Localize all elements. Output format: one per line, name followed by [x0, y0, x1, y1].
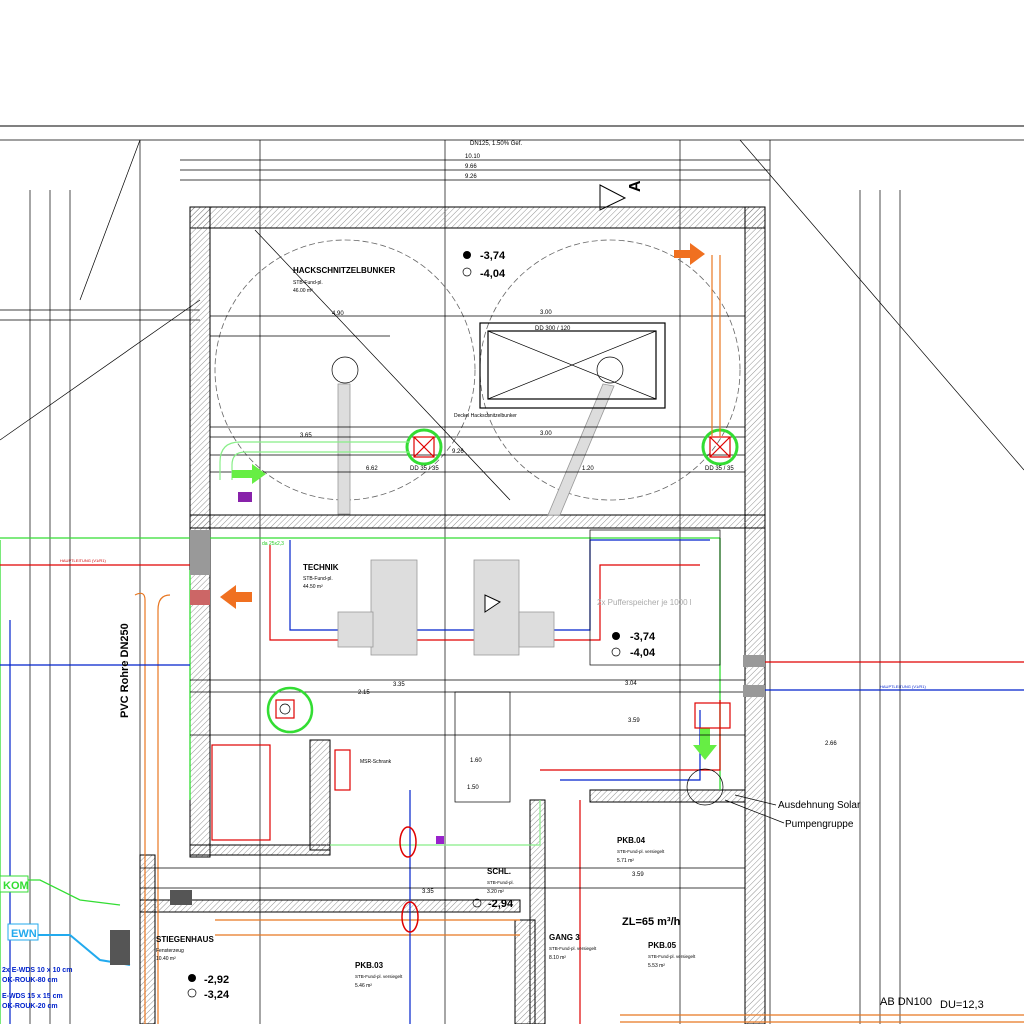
wds1-label: 2x E-WDS 10 x 10 cm: [2, 967, 72, 974]
room-floor-pkb05: STB-Fund-pl. versiegelt: [648, 954, 696, 959]
heating-pipes: [0, 539, 1024, 1024]
wds1-ok-label: OK-ROUK-80 cm: [2, 977, 58, 984]
level-marker-bunker: -3,74 -4,04: [462, 250, 506, 280]
dim-top-3: 9.26: [465, 174, 477, 180]
room-area-schl: 3.20 m²: [487, 889, 504, 895]
dim-160: 1.60: [470, 758, 482, 764]
level-marker-stiegenhaus: -2,92 -3,24: [187, 974, 230, 1001]
level-top: -3,74: [630, 631, 656, 643]
section-marker: A: [599, 180, 644, 211]
room-area-stiegenhaus: 10.40 m²: [156, 956, 176, 962]
room-name-pkb05: PKB.05: [648, 941, 677, 950]
level-marker-technik: -3,74 -4,04: [611, 631, 656, 659]
room-floor-gang3: STB-Fund-pl. versiegelt: [549, 946, 597, 951]
dim-300a: 3.00: [540, 310, 552, 316]
lower-rooms-geometry: [110, 492, 765, 965]
dim-top-1: 10.10: [465, 154, 481, 160]
wds2-ok-label: OK-ROUK-20 cm: [2, 1003, 58, 1010]
hauptleitung-left: HAUPTLEITUNG (V1/R1): [60, 558, 106, 563]
room-name-stiegenhaus: STIEGENHAUS: [156, 935, 214, 944]
dim-top-2: 9.66: [465, 164, 477, 170]
lid-label: Deckel Hackschnitzelbunker: [454, 413, 517, 419]
room-floor-technik: STB-Fund-pl.: [303, 576, 333, 582]
opening-right-label: DD 35 / 35: [705, 466, 734, 472]
room-area-pkb04: 5.71 m²: [617, 858, 634, 864]
room-floor-schl: STB-Fund-pl.: [487, 880, 514, 885]
dim-490: 4.90: [332, 311, 344, 317]
level-bottom: -4,04: [480, 268, 506, 280]
level-top: -3,74: [480, 250, 506, 262]
arrow-orange-left-icon: [220, 585, 252, 609]
walls: [139, 206, 766, 1024]
dim-365: 3.65: [300, 433, 312, 439]
room-floor-bunker: STB-Fund-pl.: [293, 280, 323, 286]
room-area-pkb05: 5.53 m²: [648, 963, 665, 969]
dim-300b: 3.00: [540, 431, 552, 437]
solar-label: Ausdehnung Solar: [778, 800, 861, 811]
level-top: -2,92: [204, 974, 229, 986]
pvc-pipes-label: PVC Rohre DN250: [119, 623, 131, 718]
wds2-label: E-WDS 15 x 15 cm: [2, 993, 63, 1000]
bunker-geometry: [210, 229, 745, 516]
dim-215: 2.15: [358, 690, 370, 696]
room-area-technik: 44.50 m²: [303, 584, 323, 590]
room-area-bunker: 46.00 m²: [293, 288, 313, 294]
level-value: -2,94: [488, 898, 514, 910]
room-floor-pkb03: STB-Fund-pl. versiegelt: [355, 974, 403, 979]
room-name-gang3: GANG 3: [549, 933, 580, 942]
msr-label: MSR-Schrank: [360, 759, 392, 765]
room-name-schl: SCHL.: [487, 867, 511, 876]
room-floor-stiegenhaus: Fenster­zeug: [156, 948, 184, 954]
arrow-green-down-icon: [693, 728, 717, 760]
arrow-green-right-icon: [232, 464, 266, 484]
dim-335a: 3.35: [393, 682, 405, 688]
dim-266: 2.66: [825, 741, 837, 747]
drain-label: AB DN100: [880, 996, 932, 1008]
airflow-label: ZL=65 m³/h: [622, 916, 681, 928]
dim-150: 1.50: [467, 785, 479, 791]
dim-926: 9.26: [452, 449, 464, 455]
buffer-label: 2x Pufferspeicher je 1000 l: [597, 598, 692, 607]
dim-304: 3.04: [625, 681, 637, 687]
opening-left-label: DD 35 / 35: [410, 466, 439, 472]
room-area-gang3: 8.10 m²: [549, 955, 566, 961]
sheet-frame: [0, 125, 1024, 1024]
technik-equipment: [337, 529, 721, 666]
level-bottom: -4,04: [630, 647, 656, 659]
pump-label: Pumpengruppe: [785, 819, 854, 830]
room-floor-pkb04: STB-Fund-pl. versiegelt: [617, 849, 665, 854]
level-bottom: -3,24: [204, 989, 230, 1001]
section-label: A: [627, 180, 644, 192]
arrow-orange-right-icon: [674, 243, 705, 265]
opening-big-label: DD 300 / 120: [535, 326, 571, 332]
dim-top-pipe: DN125, 1.50% Gef.: [470, 141, 522, 147]
dim-359b: 3.59: [632, 872, 644, 878]
dim-120: 1.20: [582, 466, 594, 472]
du-label: DU=12,3: [940, 999, 984, 1011]
opening-left: [405, 428, 443, 466]
room-area-pkb03: 5.46 m²: [355, 983, 372, 989]
ewn-label: EWN: [11, 928, 37, 940]
ventilation-ducts: [0, 255, 1024, 1024]
level-marker-schl: -2,94: [472, 898, 514, 910]
room-name-technik: TECHNIK: [303, 563, 339, 572]
room-name-bunker: HACKSCHNITZELBUNKER: [293, 266, 395, 275]
kom-label: KOM: [3, 880, 29, 892]
dim-359a: 3.59: [628, 718, 640, 724]
dim-662: 6.62: [366, 466, 378, 472]
dim-335b: 3.35: [422, 889, 434, 895]
room-name-pkb03: PKB.03: [355, 961, 384, 970]
hauptleitung-right: HAUPTLEITUNG (V1/R1): [880, 684, 926, 689]
pipe-label-green: da 25x2,3: [262, 541, 284, 547]
room-name-pkb04: PKB.04: [617, 836, 646, 845]
